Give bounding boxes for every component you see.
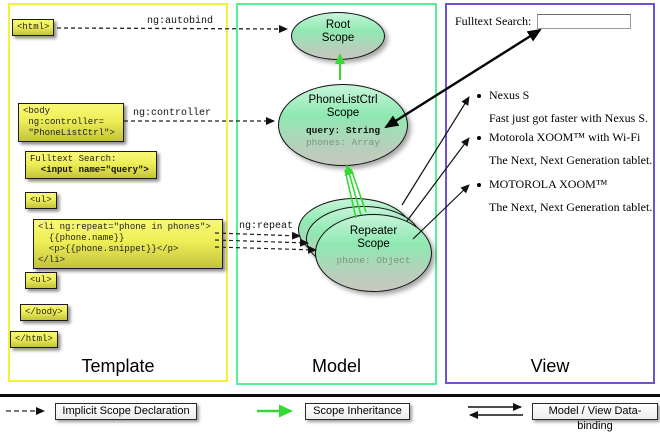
code-line: </html>	[15, 334, 53, 344]
legend-data-binding-box: Model / View Data-binding	[532, 403, 658, 432]
scope-prop-phone: phone: Object	[336, 255, 411, 266]
legend-scope-inheritance-box: Scope Inheritance	[305, 403, 410, 420]
code-line: "PhoneListCtrl">	[23, 128, 115, 138]
template-column-label: Template	[81, 356, 155, 376]
code-line: </body>	[25, 307, 63, 317]
scope-title: Root	[325, 19, 351, 31]
code-box-body-open: <body ng:controller= "PhoneListCtrl">	[18, 103, 124, 142]
view-item-desc: Fast just got faster with Nexus S.	[489, 111, 648, 125]
code-line: <body	[23, 106, 51, 116]
code-box-html-open: <html>	[12, 19, 55, 36]
arrow-label-controller: ng:controller	[133, 108, 212, 119]
arrow-label-autobind: ng:autobind	[147, 16, 214, 27]
scope-title: Repeater	[349, 225, 398, 237]
code-box-li-repeat: <li ng:repeat="phone in phones"> {{phone…	[33, 219, 223, 269]
scope-prop-query: query: String	[305, 125, 381, 136]
code-line: </li>	[38, 255, 66, 265]
code-line: ng:controller=	[23, 117, 105, 127]
arrow-label-repeat: ng:repeat	[239, 221, 294, 232]
view-item-desc: The Next, Next Generation tablet.	[489, 153, 653, 167]
code-line: <ul>	[30, 275, 52, 285]
scope-title: Scope	[321, 32, 355, 44]
legend-implicit-scope-box: Implicit Scope Declaration	[55, 403, 197, 420]
view-column-label: View	[530, 356, 570, 376]
code-box-html-close: </html>	[10, 331, 58, 348]
phonelistctrl-scope-ellipse: PhoneListCtrl Scope query: String phones…	[278, 84, 408, 166]
legend-separator	[0, 394, 660, 397]
scope-title: Scope	[326, 107, 360, 119]
code-line: {{phone.name}}	[38, 233, 125, 243]
code-line: <html>	[17, 22, 50, 32]
code-box-ul-close: <ul>	[25, 272, 57, 289]
view-search-input[interactable]	[537, 14, 631, 29]
view-item-title: Nexus S	[476, 88, 530, 102]
code-line: <ul>	[30, 195, 52, 205]
model-column-frame	[236, 3, 437, 385]
scope-title: PhoneListCtrl	[308, 94, 378, 106]
root-scope-ellipse: Root Scope	[291, 12, 385, 60]
scope-prop-phones: phones: Array	[305, 137, 381, 148]
repeater-scope-ellipse-front: Repeater Scope phone: Object	[315, 214, 432, 292]
code-box-fulltext-search: Fulltext Search: <input name="query">	[25, 151, 157, 179]
code-line: <li ng:repeat="phone in phones">	[38, 222, 211, 232]
code-box-ul-open: <ul>	[25, 192, 57, 209]
view-item-desc: The Next, Next Generation tablet.	[489, 200, 653, 214]
view-search-label: Fulltext Search:	[455, 14, 532, 28]
code-line: <p>{{phone.snippet}}</p>	[38, 244, 179, 254]
code-box-body-close: </body>	[20, 304, 68, 321]
view-column-frame	[445, 3, 655, 384]
scope-title: Scope	[357, 238, 390, 250]
model-column-label: Model	[311, 356, 362, 376]
code-line: Fulltext Search:	[30, 154, 117, 164]
view-item-title: Motorola XOOM™ with Wi-Fi	[476, 130, 641, 144]
view-item-title: MOTOROLA XOOM™	[477, 177, 608, 191]
code-line: <input name="query">	[30, 165, 149, 175]
